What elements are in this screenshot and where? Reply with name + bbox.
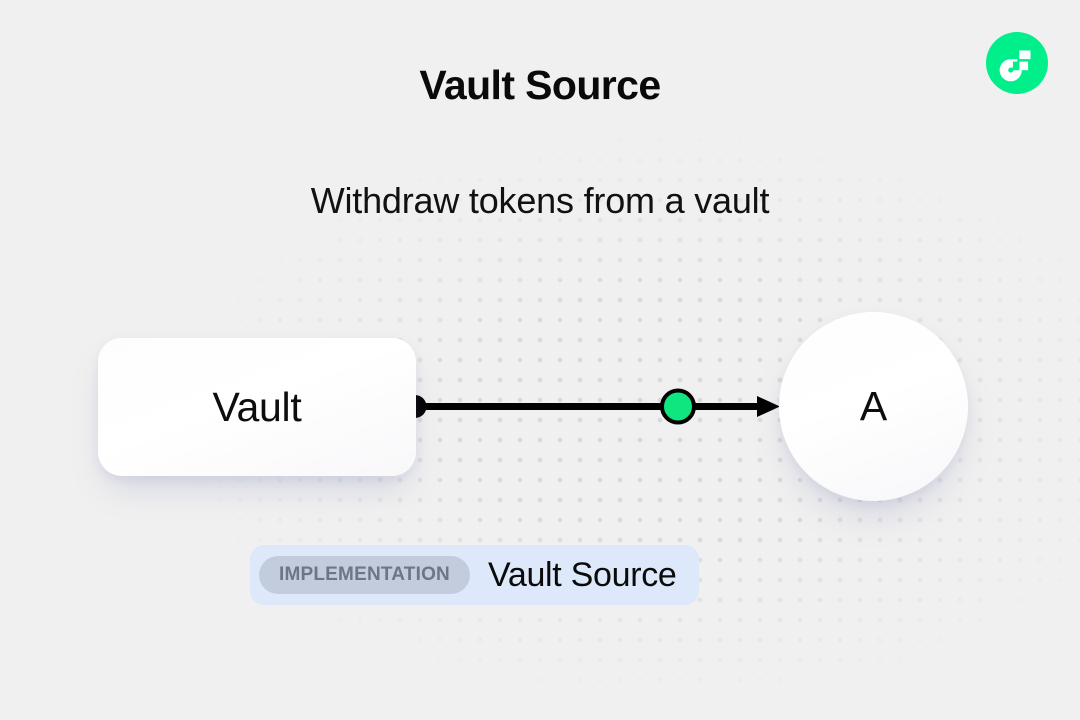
implementation-badge[interactable]: IMPLEMENTATION Vault Source (250, 545, 699, 605)
diagram-node-account[interactable]: A (779, 312, 968, 501)
implementation-name-label: Vault Source (487, 555, 677, 594)
edge-midpoint-dot[interactable] (660, 388, 696, 425)
diagram-node-vault-label: Vault (212, 383, 302, 430)
implementation-tag-label: IMPLEMENTATION (259, 556, 470, 594)
diagram-node-vault[interactable]: Vault (98, 338, 416, 476)
edge-arrowhead-icon (757, 396, 780, 417)
page-subtitle: Withdraw tokens from a vault (310, 180, 770, 221)
diagram-node-account-label: A (859, 383, 888, 429)
page-title: Vault Source (419, 62, 661, 108)
flow-logo-icon (986, 32, 1048, 94)
